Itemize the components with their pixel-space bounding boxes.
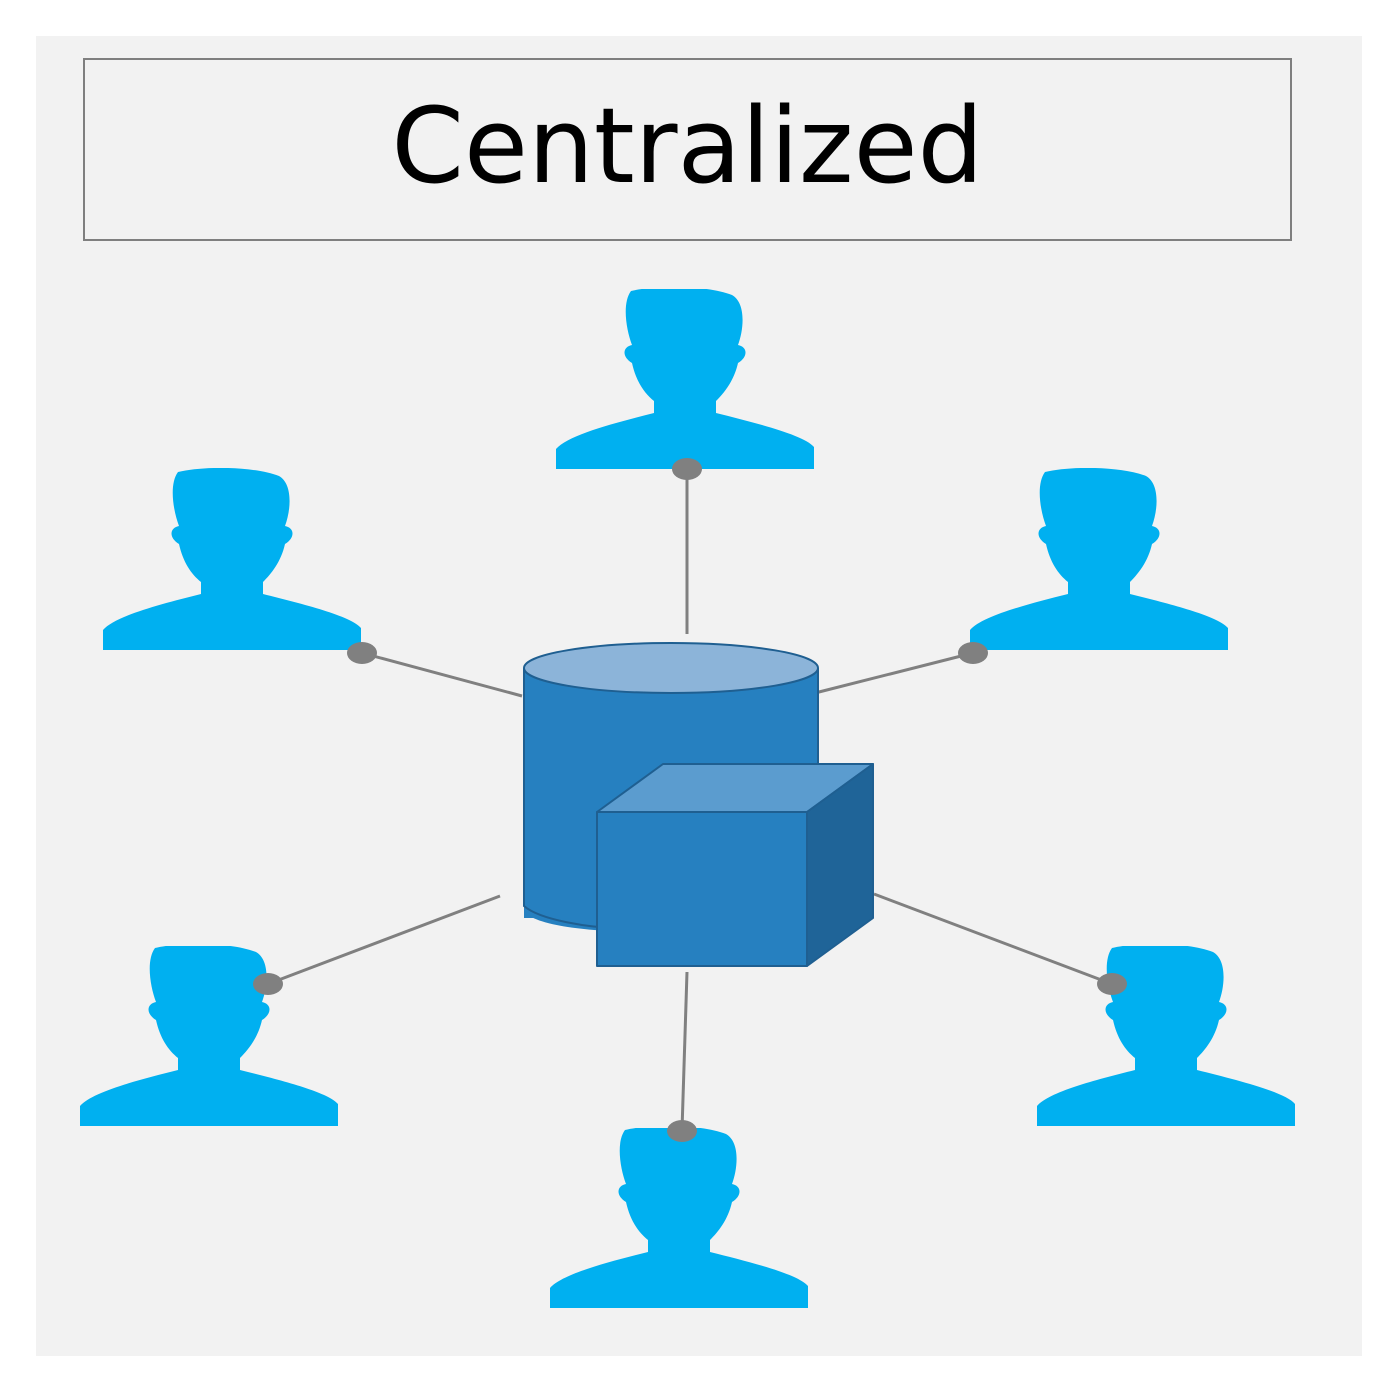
connector-right-upper [814,651,974,695]
node-dot [667,1120,697,1142]
connector-right-lower [873,892,1113,986]
user-icon [970,468,1228,650]
cube-front-face [596,811,808,967]
connector-left-lower [267,894,501,986]
title-text: Centralized [391,84,984,207]
node-dot [1097,973,1127,995]
user-icon [550,1128,808,1308]
connector-lines [267,470,1113,1131]
node-dot [958,642,988,664]
node-dot [347,642,377,664]
cube-icon [596,763,874,967]
user-icon [556,289,814,469]
title-box: Centralized [83,58,1292,241]
node-dot [253,973,283,995]
node-dot [672,458,702,480]
connector-left-upper [361,651,523,698]
user-icon [103,468,361,650]
connector-bottom [680,971,689,1131]
